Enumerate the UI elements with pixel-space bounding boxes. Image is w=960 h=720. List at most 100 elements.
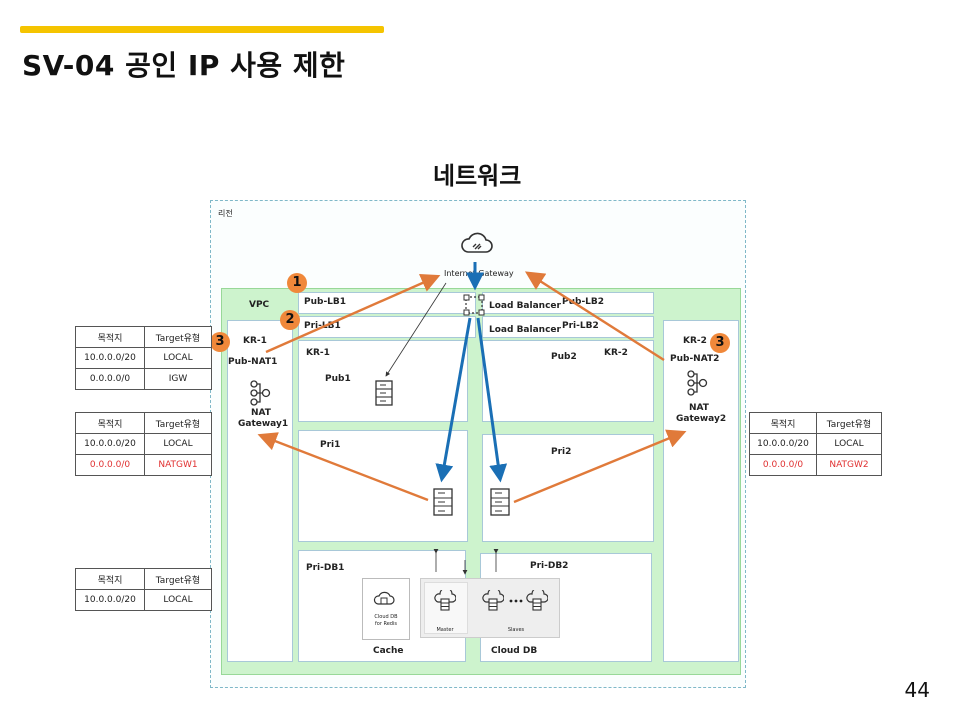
redis-label-line2: for Redis [375, 621, 397, 627]
col-header-target: Target유형 [144, 412, 212, 434]
cell-target: NATGW2 [816, 454, 882, 476]
col-header-destination: 목적지 [75, 568, 145, 590]
route-table-4: 목적지 Target유형 10.0.0.0/20 LOCAL 0.0.0.0/0… [749, 412, 882, 476]
kr1-pub-label: KR-1 [306, 348, 330, 358]
cell-target: LOCAL [144, 589, 212, 611]
subnet-pri1 [298, 430, 468, 542]
table-header-row: 목적지 Target유형 [75, 412, 212, 434]
cell-target: NATGW1 [144, 454, 212, 476]
load-balancer-icon [463, 294, 485, 316]
step-badge-3-right: 3 [710, 333, 730, 353]
cell-destination: 10.0.0.0/20 [75, 589, 145, 611]
pri-db2-label: Pri-DB2 [530, 561, 569, 571]
cloud-db-label: Cloud DB [491, 646, 538, 656]
pub-nat1-label: Pub-NAT1 [228, 357, 278, 367]
table-row: 10.0.0.0/20 LOCAL [75, 589, 212, 611]
table-row: 10.0.0.0/20 LOCAL [749, 433, 882, 455]
col-header-target: Target유형 [816, 412, 882, 434]
subnet-pub-lb1 [298, 292, 476, 314]
arrow-pri1-to-nat1 [257, 432, 429, 502]
arrow-nat2-to-igw [524, 271, 665, 362]
subnet-pri-lb2 [482, 316, 654, 338]
slide-title: SV-04 공인 IP 사용 제한 [22, 49, 346, 82]
redis-label-line1: Cloud DB [374, 614, 398, 620]
arrow-lb-to-pri2 [476, 317, 508, 483]
load-balancer-pri-label: Load Balancer [489, 325, 561, 335]
cell-target: LOCAL [816, 433, 882, 455]
pri-db1-label: Pri-DB1 [306, 563, 345, 573]
nat-gateway2-line2: Gateway2 [676, 414, 727, 424]
arrow-nat1-to-igw [265, 274, 441, 354]
col-header-destination: 목적지 [75, 412, 145, 434]
pri1-label: Pri1 [320, 440, 341, 450]
redis-card [362, 578, 410, 640]
pub-lb2-label: Pub-LB2 [562, 297, 605, 307]
cache-label: Cache [373, 646, 404, 656]
col-header-target: Target유형 [144, 326, 212, 348]
redis-chip-icon [373, 591, 395, 605]
region-label: 리전 [218, 209, 233, 218]
col-header-destination: 목적지 [749, 412, 817, 434]
pub-nat2-label: Pub-NAT2 [670, 354, 720, 364]
pri2-label: Pri2 [551, 447, 572, 457]
table-row: 10.0.0.0/20 LOCAL [75, 347, 212, 369]
nat-gateway2-icon [687, 370, 708, 396]
nat-gateway1-icon [250, 380, 271, 406]
cell-destination: 0.0.0.0/0 [749, 454, 817, 476]
az-kr2-nat-zone [663, 320, 739, 662]
step-badge-1: 1 [287, 273, 307, 293]
diagram-title: 네트워크 [433, 162, 522, 190]
kr1-label: KR-1 [243, 336, 267, 346]
master-label: Master [436, 627, 454, 633]
table-row: 0.0.0.0/0 IGW [75, 368, 212, 390]
subnet-pub2 [482, 340, 654, 422]
pri-lb2-label: Pri-LB2 [562, 321, 599, 331]
col-header-target: Target유형 [144, 568, 212, 590]
route-table-1: 목적지 Target유형 10.0.0.0/20 LOCAL 0.0.0.0/0… [75, 326, 212, 390]
cell-destination: 0.0.0.0/0 [75, 454, 145, 476]
arrow-igw-to-pub1 [385, 282, 447, 377]
nat-gateway1-line1: NAT [251, 408, 271, 418]
pub1-server-icon [375, 380, 393, 406]
cell-target: LOCAL [144, 433, 212, 455]
cell-target: LOCAL [144, 347, 212, 369]
kr2-label: KR-2 [683, 336, 707, 346]
pri2-server-icon [490, 488, 510, 516]
pri1-server-icon [433, 488, 453, 516]
subnet-pri-lb1 [298, 316, 476, 338]
slaves-label: Slaves [507, 627, 525, 633]
slave-db-icon-1 [482, 590, 504, 611]
slave-db-icon-2 [526, 590, 548, 611]
col-header-destination: 목적지 [75, 326, 145, 348]
cell-destination: 10.0.0.0/20 [749, 433, 817, 455]
route-table-2: 목적지 Target유형 10.0.0.0/20 LOCAL 0.0.0.0/0… [75, 412, 212, 476]
page-number: 44 [904, 678, 930, 702]
pub1-label: Pub1 [325, 374, 351, 384]
table-row: 0.0.0.0/0 NATGW1 [75, 454, 212, 476]
internet-gateway-icon [461, 232, 493, 253]
ellipsis-icon [509, 599, 523, 603]
pub2-label: Pub2 [551, 352, 577, 362]
pub-lb1-label: Pub-LB1 [304, 297, 347, 307]
az-kr1-nat-zone [227, 320, 293, 662]
cell-target: IGW [144, 368, 212, 390]
arrow-pri2-to-nat2 [513, 429, 687, 504]
table-header-row: 목적지 Target유형 [75, 568, 212, 590]
vpc-label: VPC [249, 300, 270, 310]
table-header-row: 목적지 Target유형 [75, 326, 212, 348]
master-db-icon [434, 590, 456, 611]
table-row: 10.0.0.0/20 LOCAL [75, 433, 212, 455]
cell-destination: 10.0.0.0/20 [75, 433, 145, 455]
nat-gateway2-line1: NAT [689, 403, 709, 413]
step-badge-2: 2 [280, 310, 300, 330]
nat-gateway1-line2: Gateway1 [238, 419, 289, 429]
step-badge-3-left: 3 [210, 332, 230, 352]
cell-destination: 0.0.0.0/0 [75, 368, 145, 390]
title-accent-bar [20, 26, 384, 33]
subnet-pri2 [482, 434, 654, 542]
table-row: 0.0.0.0/0 NATGW2 [749, 454, 882, 476]
cell-destination: 10.0.0.0/20 [75, 347, 145, 369]
table-header-row: 목적지 Target유형 [749, 412, 882, 434]
kr2-pub-label: KR-2 [604, 348, 628, 358]
